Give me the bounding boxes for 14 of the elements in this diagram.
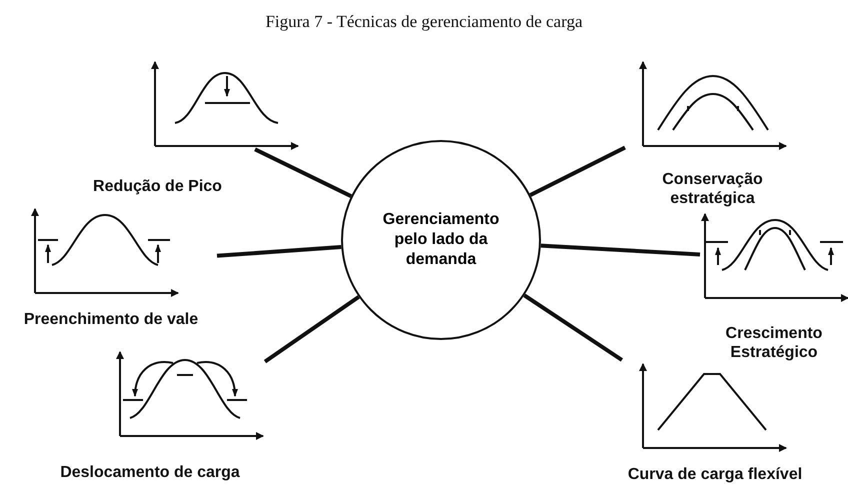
node-label: Preenchimento de vale (22, 310, 200, 329)
connector-line (216, 245, 342, 258)
node-label: Curva de carga flexível (626, 465, 804, 484)
connector-line (529, 146, 626, 197)
figure-title: Figura 7 - Técnicas de gerenciamento de carga (264, 12, 584, 32)
connector-line (523, 294, 624, 362)
connector-line (264, 295, 360, 364)
node-label: Deslocamento de carga (59, 463, 241, 482)
node-label: Redução de Pico (92, 177, 223, 196)
node-label: Conservação estratégica (661, 170, 764, 208)
node-label: Crescimento Estratégico (724, 324, 824, 362)
connector-line (254, 148, 352, 198)
node-label: Gerenciamento pelo lado da demanda (382, 210, 500, 270)
connector-line (540, 244, 700, 256)
